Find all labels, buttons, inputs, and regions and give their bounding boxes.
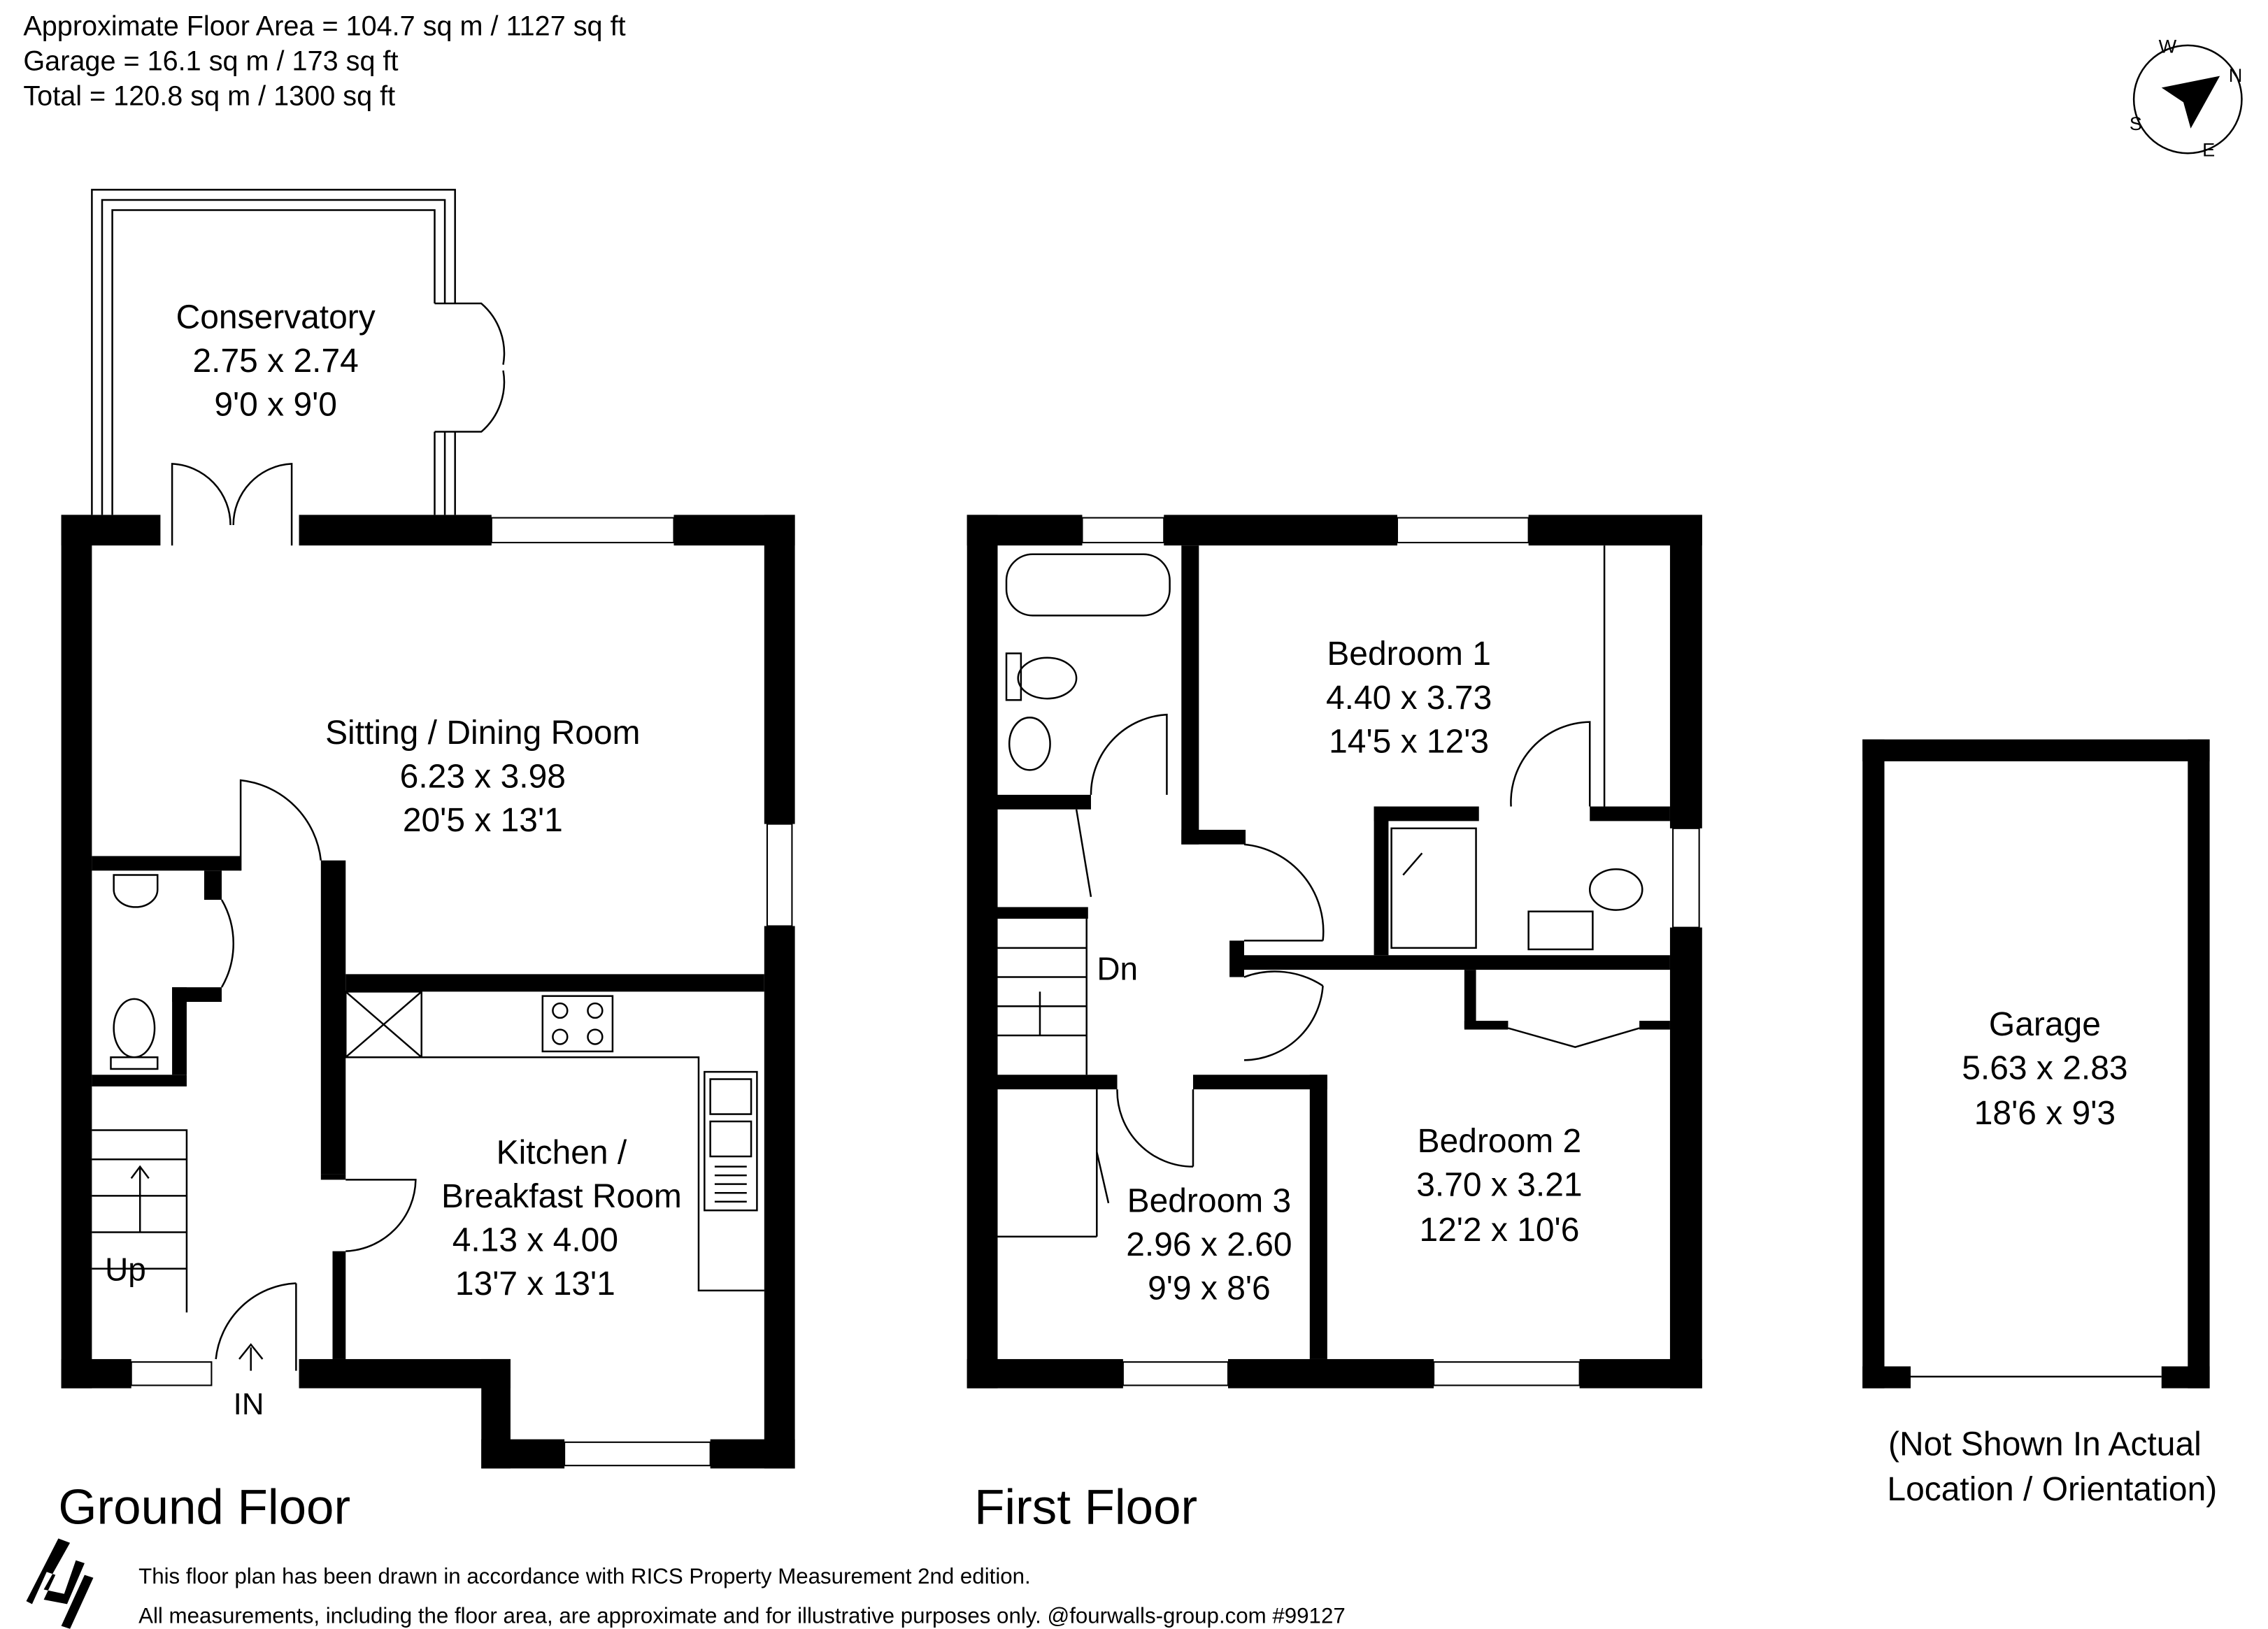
room-bedroom-1: Bedroom 1 4.40 x 3.73 14'5 x 12'3 xyxy=(1326,636,1492,760)
room-bedroom-3: Bedroom 3 2.96 x 2.60 9'9 x 8'6 xyxy=(1126,1182,1292,1307)
room-imperial: 9'9 x 8'6 xyxy=(1148,1270,1271,1307)
room-name: Conservatory xyxy=(176,299,376,336)
first-floor-plan: Dn Bedroom 1 4.40 x 3.73 14'5 x 12'3 Bed… xyxy=(967,515,1702,1535)
room-name: Kitchen / xyxy=(497,1134,627,1171)
garage-note-1: (Not Shown In Actual xyxy=(1888,1426,2202,1463)
footer-rics-note: This floor plan has been drawn in accord… xyxy=(138,1564,1031,1588)
compass-s: S xyxy=(2130,113,2142,134)
floor-area-text: Approximate Floor Area = 104.7 sq m / 11… xyxy=(23,10,625,41)
room-sitting-dining: Sitting / Dining Room 6.23 x 3.98 20'5 x… xyxy=(325,715,640,839)
garage-note-2: Location / Orientation) xyxy=(1887,1471,2217,1508)
room-imperial: 14'5 x 12'3 xyxy=(1329,723,1489,760)
garage-area-text: Garage = 16.1 sq m / 173 sq ft xyxy=(23,45,398,76)
room-imperial: 13'7 x 13'1 xyxy=(455,1265,615,1303)
stairs-down-label: Dn xyxy=(1097,951,1138,987)
room-name: Bedroom 2 xyxy=(1418,1123,1582,1160)
garage-name: Garage xyxy=(1989,1006,2101,1043)
room-metric: 2.96 x 2.60 xyxy=(1126,1226,1292,1263)
compass-n: N xyxy=(2229,64,2243,86)
first-floor-title: First Floor xyxy=(974,1480,1197,1535)
room-metric: 2.75 x 2.74 xyxy=(193,343,359,380)
fourwalls-logo xyxy=(26,1538,94,1629)
room-conservatory: Conservatory 2.75 x 2.74 9'0 x 9'0 xyxy=(176,299,376,423)
room-bedroom-2: Bedroom 2 3.70 x 3.21 12'2 x 10'6 xyxy=(1416,1123,1582,1249)
garage-imperial: 18'6 x 9'3 xyxy=(1974,1095,2116,1132)
room-imperial: 12'2 x 10'6 xyxy=(1419,1212,1579,1249)
room-name: Bedroom 1 xyxy=(1327,636,1491,673)
ground-floor-title: Ground Floor xyxy=(58,1480,350,1535)
footer-disclaimer: All measurements, including the floor ar… xyxy=(138,1603,1346,1628)
room-imperial: 9'0 x 9'0 xyxy=(214,387,337,424)
room-name: Bedroom 3 xyxy=(1127,1182,1292,1219)
room-metric: 6.23 x 3.98 xyxy=(400,758,566,795)
room-name: Sitting / Dining Room xyxy=(325,715,640,752)
room-imperial: 20'5 x 13'1 xyxy=(403,802,563,839)
entrance-label: IN xyxy=(234,1387,264,1421)
room-kitchen: Kitchen / Breakfast Room 4.13 x 4.00 13'… xyxy=(441,1134,682,1303)
room-metric: 4.40 x 3.73 xyxy=(1326,680,1492,717)
total-area-text: Total = 120.8 sq m / 1300 sq ft xyxy=(23,80,395,111)
compass-icon: W N S E xyxy=(2130,35,2243,160)
compass-e: E xyxy=(2202,138,2215,160)
ground-floor-plan: Up IN Conservatory 2.75 x 2.74 9'0 x 9'0… xyxy=(58,189,795,1535)
garage-plan: Garage 5.63 x 2.83 18'6 x 9'3 (Not Shown… xyxy=(1862,739,2217,1508)
garage-metric: 5.63 x 2.83 xyxy=(1962,1050,2127,1087)
room-metric: 3.70 x 3.21 xyxy=(1416,1166,1582,1203)
room-name-2: Breakfast Room xyxy=(441,1178,682,1215)
room-metric: 4.13 x 4.00 xyxy=(452,1222,618,1259)
compass-w: W xyxy=(2159,35,2177,57)
stairs-up-label: Up xyxy=(105,1251,146,1287)
